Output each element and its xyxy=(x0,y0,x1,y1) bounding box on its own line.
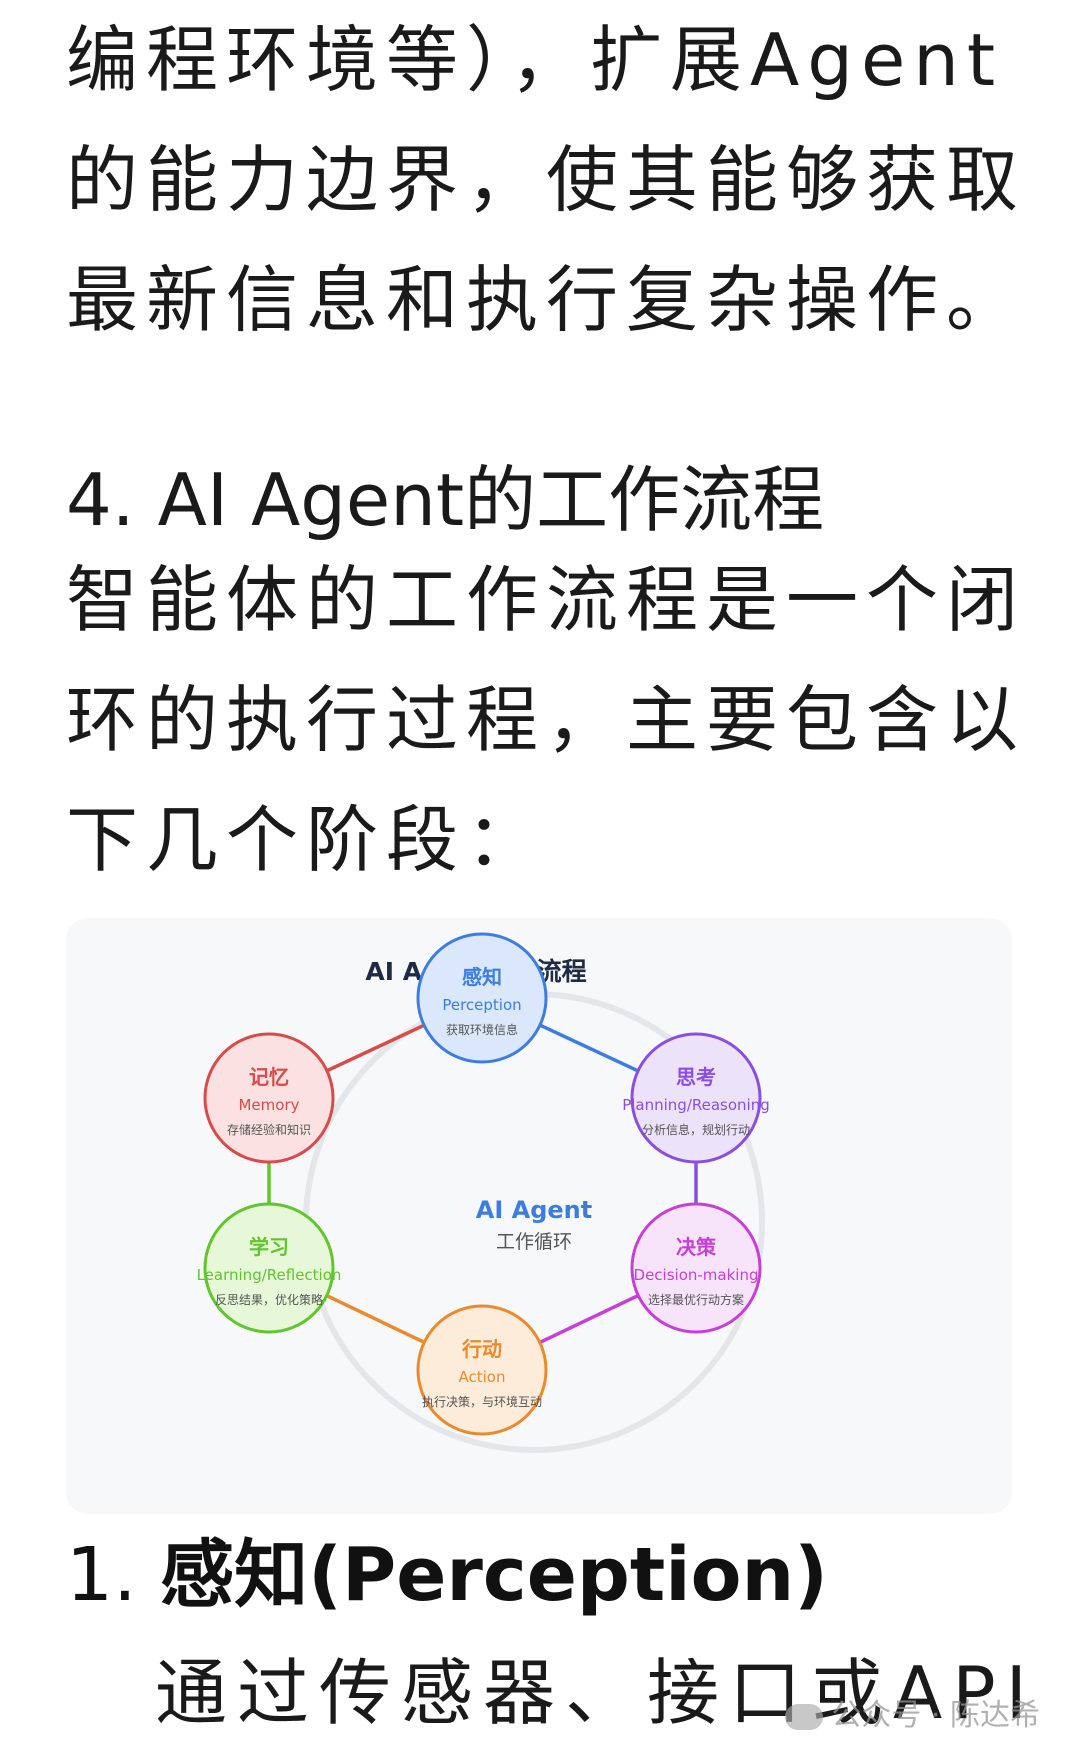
watermark-text: 公众号 · 陈达希 xyxy=(831,1698,1040,1733)
list-number: 1. xyxy=(66,1532,137,1618)
stage-node: 记忆 Memory 存储经验和知识 xyxy=(203,1032,335,1164)
stage-circle xyxy=(416,1304,548,1436)
stage-circle xyxy=(203,1202,335,1334)
stage-description: 获取环境信息 xyxy=(446,1022,518,1037)
stage-node: 思考 Planning/Reasoning 分析信息，规划行动 xyxy=(622,1032,770,1164)
stage-name-zh: 感知 xyxy=(462,965,502,989)
intro-line: 的能力边界，使其能够获取 xyxy=(66,138,1027,222)
list-title: 感知(Perception) xyxy=(160,1532,828,1618)
stage-name-en: Memory xyxy=(238,1096,299,1114)
intro-line: 最新信息和执行复杂操作。 xyxy=(66,258,1027,342)
center-subtitle: 工作循环 xyxy=(496,1231,572,1253)
stage-circle xyxy=(416,932,548,1064)
stage-circle xyxy=(203,1032,335,1164)
stage-description: 存储经验和知识 xyxy=(227,1122,311,1137)
stage-name-en: Planning/Reasoning xyxy=(622,1096,770,1114)
section-paragraph: 智能体的工作流程是一个闭 环的执行过程，主要包含以 下几个阶段： xyxy=(66,540,1026,900)
stage-node: 感知 Perception 获取环境信息 xyxy=(416,932,548,1064)
workflow-diagram: AI Agent工作流程 AI Agent 工作循环 感知Perception获… xyxy=(66,918,1012,1514)
intro-line: 编程环境等），扩展Agent xyxy=(66,18,1004,102)
stage-description: 执行决策，与环境互动 xyxy=(422,1394,542,1409)
stage-name-en: Action xyxy=(459,1368,506,1386)
stage-name-en: Learning/Reflection xyxy=(197,1266,342,1284)
stage-name-en: Perception xyxy=(442,996,521,1014)
stage-description: 分析信息，规划行动 xyxy=(642,1122,750,1137)
stage-description: 反思结果，优化策略 xyxy=(215,1292,323,1307)
intro-paragraph: 编程环境等），扩展Agent 的能力边界，使其能够获取 最新信息和执行复杂操作。 xyxy=(66,0,1026,360)
section-line: 下几个阶段： xyxy=(66,798,547,882)
list-item-text: 通过传感器、接口或API xyxy=(155,1651,1037,1735)
wechat-icon xyxy=(785,1703,824,1730)
stage-name-zh: 思考 xyxy=(676,1065,716,1089)
section-line: 环的执行过程，主要包含以 xyxy=(66,678,1027,762)
stage-node: 学习 Learning/Reflection 反思结果，优化策略 xyxy=(197,1202,342,1334)
stage-name-zh: 决策 xyxy=(676,1235,717,1259)
stage-description: 选择最优行动方案 xyxy=(648,1292,744,1307)
list-item-perception: 1. 感知(Perception) xyxy=(66,1520,828,1630)
cycle-edge xyxy=(533,1291,645,1347)
cycle-edge xyxy=(320,1021,431,1075)
cycle-edge xyxy=(533,1020,645,1076)
stage-name-zh: 记忆 xyxy=(249,1065,289,1089)
stage-node: 行动 Action 执行决策，与环境互动 xyxy=(416,1304,548,1436)
stage-node: 决策 Decision-making 选择最优行动方案 xyxy=(630,1202,762,1334)
workflow-diagram-canvas: AI Agent工作流程 AI Agent 工作循环 感知Perception获… xyxy=(197,932,770,1453)
stage-circle xyxy=(630,1032,762,1164)
stage-name-en: Decision-making xyxy=(634,1266,759,1284)
watermark: 公众号 · 陈达希 xyxy=(785,1690,1040,1734)
stage-circle xyxy=(630,1202,762,1334)
center-title: AI Agent xyxy=(476,1196,592,1224)
stage-name-zh: 行动 xyxy=(461,1337,502,1361)
stage-name-zh: 学习 xyxy=(249,1235,289,1259)
cycle-edge xyxy=(320,1291,431,1347)
cycle-edges xyxy=(267,1020,698,1347)
section-line: 智能体的工作流程是一个闭 xyxy=(66,558,1027,642)
section-heading: 4. AI Agent的工作流程 xyxy=(66,458,825,542)
